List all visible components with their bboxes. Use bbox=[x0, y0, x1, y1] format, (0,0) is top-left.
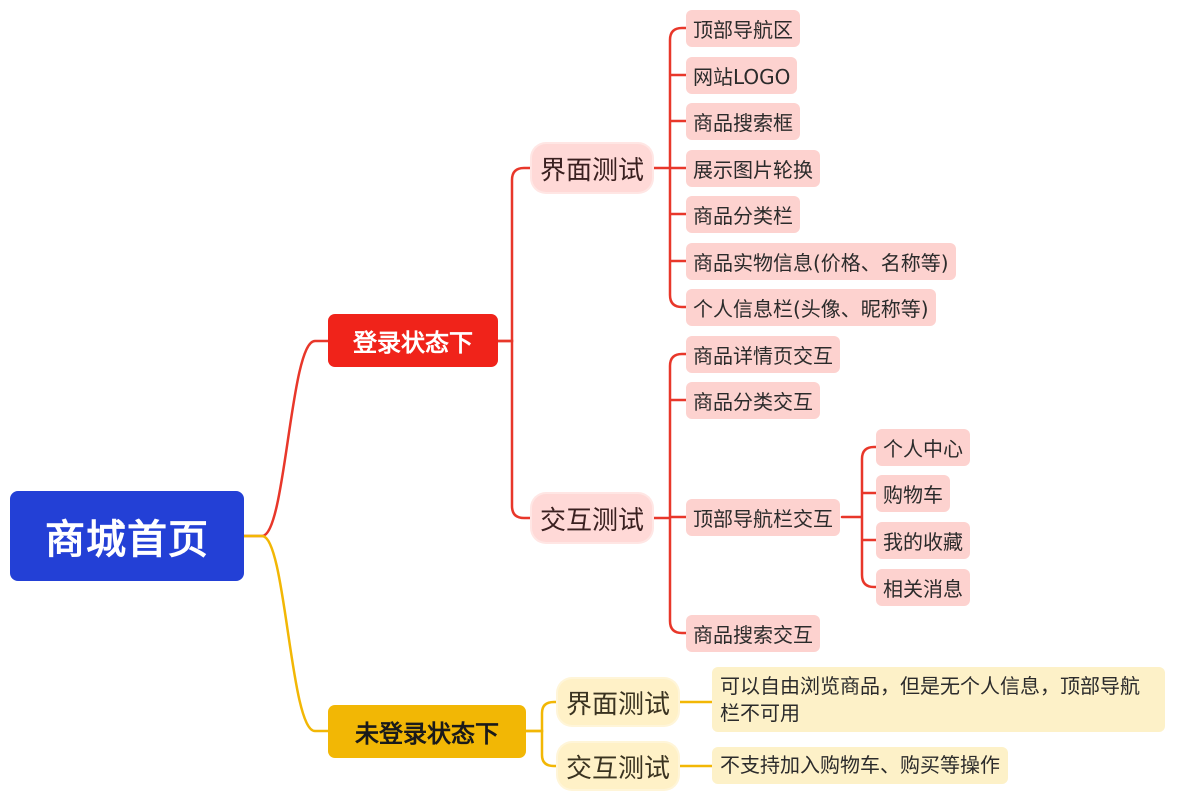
link-root-logged-out bbox=[242, 534, 330, 733]
link-root-logged-in bbox=[242, 339, 330, 538]
link-nav-children bbox=[840, 445, 878, 589]
leaf-interaction-item[interactable]: 商品详情页交互 bbox=[686, 336, 840, 373]
leaf-ui-item[interactable]: 顶部导航区 bbox=[686, 10, 800, 47]
link-logged-in-ui bbox=[496, 166, 534, 343]
leaf-interaction-item[interactable]: 商品搜索交互 bbox=[686, 615, 820, 652]
branch-logged-out[interactable]: 未登录状态下 bbox=[328, 705, 526, 758]
leaf-ui-item[interactable]: 商品分类栏 bbox=[686, 196, 800, 233]
leaf-interaction-top-nav[interactable]: 顶部导航栏交互 bbox=[686, 499, 840, 536]
note-logged-out-interaction[interactable]: 不支持加入购物车、购买等操作 bbox=[712, 747, 1008, 784]
leaf-nav-child[interactable]: 个人中心 bbox=[876, 429, 970, 466]
link-logged-out-ui bbox=[524, 700, 560, 733]
sub-logged-in-ui-test[interactable]: 界面测试 bbox=[532, 144, 653, 192]
sub-logged-out-ui-test[interactable]: 界面测试 bbox=[558, 679, 679, 725]
sub-logged-out-interaction-test[interactable]: 交互测试 bbox=[558, 743, 679, 789]
leaf-nav-child[interactable]: 购物车 bbox=[876, 475, 950, 512]
leaf-interaction-item[interactable]: 商品分类交互 bbox=[686, 382, 820, 419]
leaf-nav-child[interactable]: 我的收藏 bbox=[876, 522, 970, 559]
link-logged-out-interaction bbox=[524, 729, 560, 768]
leaf-ui-item[interactable]: 商品搜索框 bbox=[686, 103, 800, 140]
leaf-ui-item[interactable]: 个人信息栏(头像、昵称等) bbox=[686, 289, 936, 326]
root-node[interactable]: 商城首页 bbox=[10, 491, 244, 581]
leaf-ui-item[interactable]: 展示图片轮换 bbox=[686, 150, 820, 187]
leaf-ui-item[interactable]: 网站LOGO bbox=[686, 57, 798, 94]
link-logged-in-interaction bbox=[496, 339, 534, 520]
link-ui-leaves bbox=[648, 26, 688, 309]
branch-logged-in[interactable]: 登录状态下 bbox=[328, 314, 498, 367]
link-interaction-leaves bbox=[648, 352, 688, 635]
note-logged-out-ui[interactable]: 可以自由浏览商品，但是无个人信息，顶部导航栏不可用 bbox=[712, 667, 1165, 732]
sub-logged-in-interaction-test[interactable]: 交互测试 bbox=[532, 494, 653, 542]
leaf-ui-item[interactable]: 商品实物信息(价格、名称等) bbox=[686, 243, 956, 280]
leaf-nav-child[interactable]: 相关消息 bbox=[876, 569, 970, 606]
